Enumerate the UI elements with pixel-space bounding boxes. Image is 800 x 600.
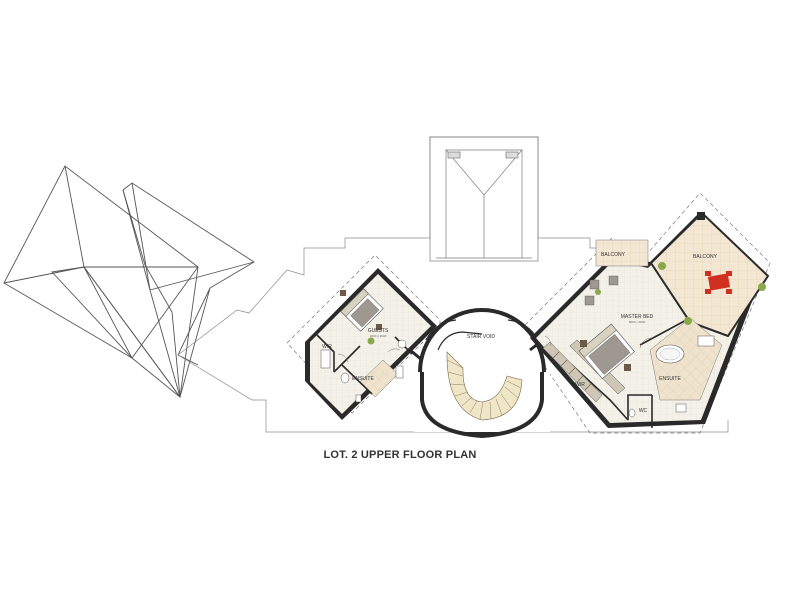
label-wir-master: WIR	[575, 382, 585, 388]
room-labels: GUESTS 3400 x 3600 WIR ENSUITE STAIR VOI…	[322, 252, 717, 414]
roof-outline	[3, 165, 255, 399]
label-stair-void: STAIR VOID	[467, 334, 495, 340]
label-balcony-large: BALCONY	[693, 254, 718, 260]
label-wc: WC	[639, 408, 648, 414]
label-ensuite-master: ENSUITE	[659, 376, 681, 382]
lower-roof-outline	[177, 136, 729, 433]
plan-caption: LOT. 2 UPPER FLOOR PLAN	[323, 449, 477, 461]
roof-gable	[429, 136, 539, 262]
label-wir-guests: WIR	[322, 344, 332, 350]
balcony-table	[705, 271, 732, 294]
guests-wing	[305, 268, 437, 420]
label-balcony-small: BALCONY	[601, 252, 626, 258]
label-guests: GUESTS	[368, 328, 389, 334]
label-master-bed: MASTER BED	[621, 314, 654, 320]
master-wing	[530, 211, 770, 428]
label-master-bed-size: 5800 x 4800	[629, 320, 646, 324]
label-guests-size: 3400 x 3600	[370, 334, 387, 338]
label-ensuite-guests: ENSUITE	[352, 376, 374, 382]
stair-void	[409, 308, 550, 439]
